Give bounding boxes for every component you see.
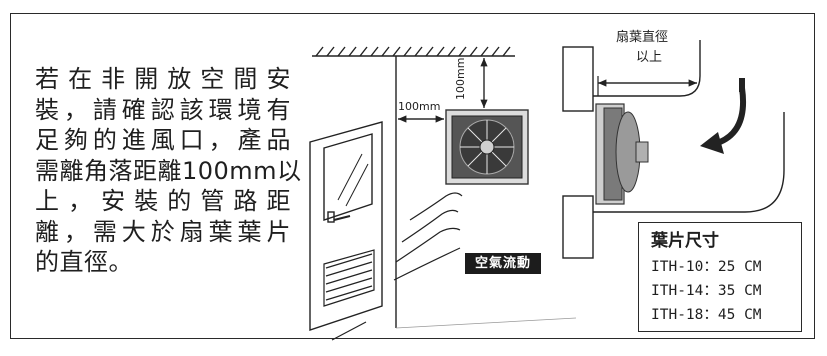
- blade-size-row: ITH-10：25 CM: [651, 259, 762, 275]
- door-vent: [323, 249, 375, 307]
- instruction-line-5: 上，安裝的管路距: [35, 187, 291, 215]
- duct-width-dimension: [597, 76, 697, 96]
- blade-size-row: ITH-18：45 CM: [651, 307, 762, 323]
- airflow-lines: [393, 192, 463, 281]
- exhaust-fan-icon: [445, 109, 529, 185]
- instruction-line-6: 離，需大於扇葉葉片: [35, 217, 291, 246]
- door-icon: [309, 121, 383, 331]
- duct-label-line-2: 以上: [636, 50, 663, 65]
- blade-size-title: 葉片尺寸: [651, 231, 719, 251]
- installation-instructions: 若在非開放空間安 裝，請確認該環境有 足夠的進風口，產品 需離角落距離100mm…: [35, 64, 302, 278]
- instruction-line-3: 足夠的進風口，產品: [35, 126, 291, 154]
- instruction-line-4: 需離角落距離100mm以: [35, 156, 302, 185]
- airflow-label: 空氣流動: [465, 253, 541, 274]
- side-view-wall: [562, 46, 594, 259]
- floor-edge: [395, 317, 577, 329]
- blade-size-row: ITH-14：35 CM: [651, 283, 762, 299]
- airflow-curve-arrow: [700, 78, 746, 154]
- instruction-line-7: 的直徑。: [35, 248, 133, 276]
- ceiling-hatch: [312, 46, 515, 57]
- duct-outline: [593, 40, 785, 213]
- top-clearance-label: 100mm: [454, 57, 467, 100]
- instruction-line-1: 若在非開放空間安: [35, 65, 291, 93]
- side-clearance-label: 100mm: [398, 100, 441, 113]
- fan-side-view-icon: [595, 103, 649, 205]
- blade-size-table: 葉片尺寸 ITH-10：25 CM ITH-14：35 CM ITH-18：45…: [638, 222, 802, 332]
- floor-line: [331, 321, 367, 341]
- instruction-line-2: 裝，請確認該環境有: [35, 95, 291, 124]
- duct-label-line-1: 扇葉直徑: [616, 30, 669, 45]
